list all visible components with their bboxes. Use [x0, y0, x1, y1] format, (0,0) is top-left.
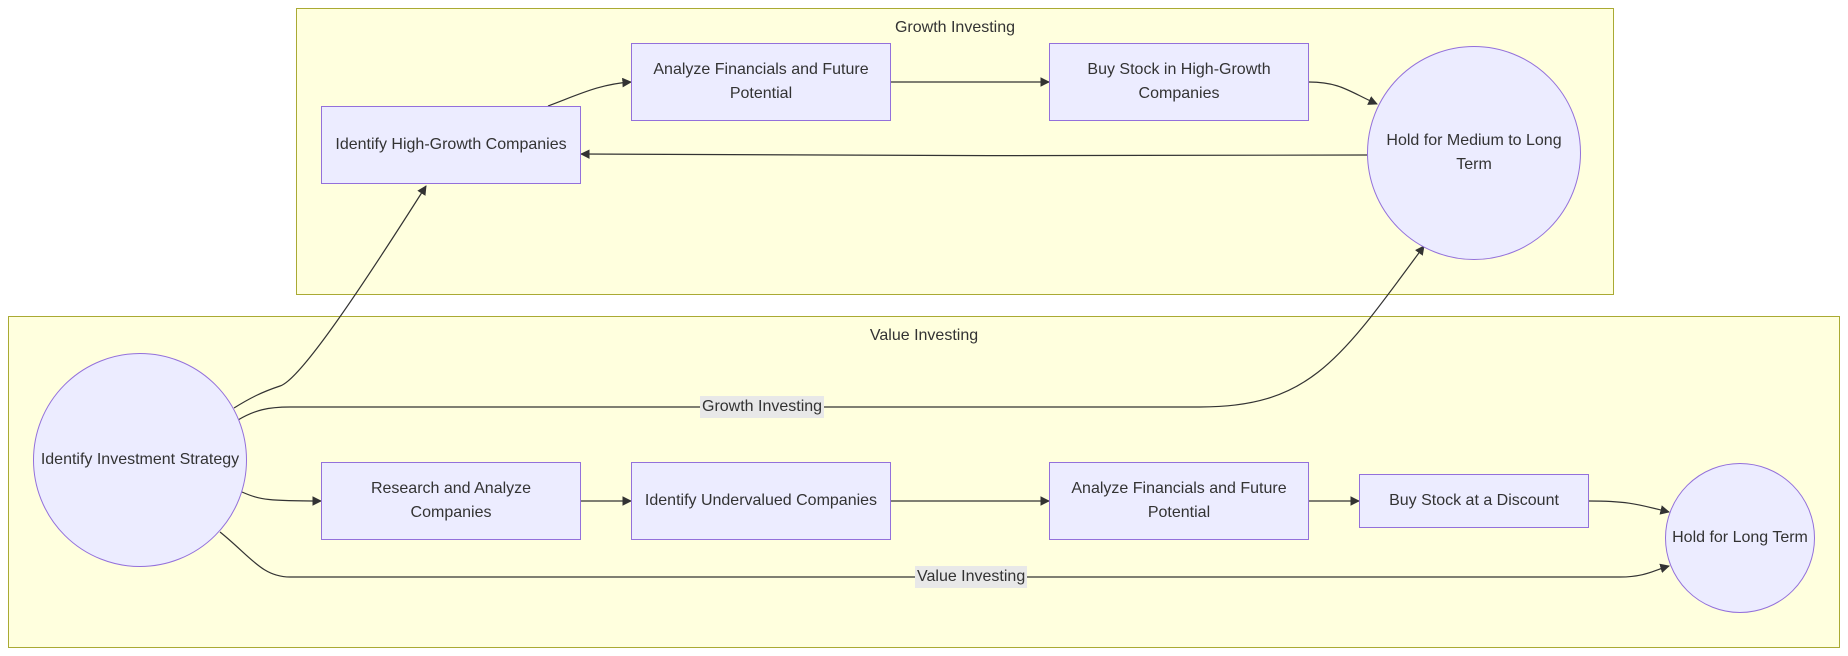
- node-analyze-financials-growth[interactable]: Analyze Financials and Future Potential: [631, 43, 891, 121]
- growth-investing-cluster-title: Growth Investing: [894, 19, 1016, 36]
- node-identify-investment-strategy[interactable]: Identify Investment Strategy: [33, 353, 247, 567]
- node-hold-long[interactable]: Hold for Long Term: [1665, 463, 1815, 613]
- edge-buy-growth-to-hold-medium: [1308, 81, 1378, 105]
- node-identify-undervalued[interactable]: Identify Undervalued Companies: [631, 462, 891, 540]
- node-analyze-financials-value[interactable]: Analyze Financials and Future Potential: [1049, 462, 1309, 540]
- edge-hold-medium-to-high-growth: [580, 149, 1368, 159]
- node-identify-high-growth[interactable]: Identify High-Growth Companies: [321, 106, 581, 184]
- edge-high-growth-to-analyze: [547, 77, 632, 107]
- edge-label-growth-investing: Growth Investing: [700, 396, 825, 418]
- edge-strategy-to-research: [241, 491, 322, 506]
- edge-strategy-to-high-growth: [233, 185, 427, 409]
- edge-label-value-investing: Value Investing: [915, 566, 1028, 588]
- node-buy-discount[interactable]: Buy Stock at a Discount: [1359, 474, 1589, 528]
- node-buy-high-growth[interactable]: Buy Stock in High-Growth Companies: [1049, 43, 1309, 121]
- value-investing-cluster-title: Value Investing: [869, 327, 979, 344]
- edge-strategy-to-hold-medium: [237, 245, 1425, 421]
- edge-buy-discount-to-hold-long: [1588, 500, 1670, 515]
- edge-strategy-to-hold-long: [219, 531, 1670, 578]
- node-hold-medium-long[interactable]: Hold for Medium to Long Term: [1367, 46, 1581, 260]
- node-research-analyze[interactable]: Research and Analyze Companies: [321, 462, 581, 540]
